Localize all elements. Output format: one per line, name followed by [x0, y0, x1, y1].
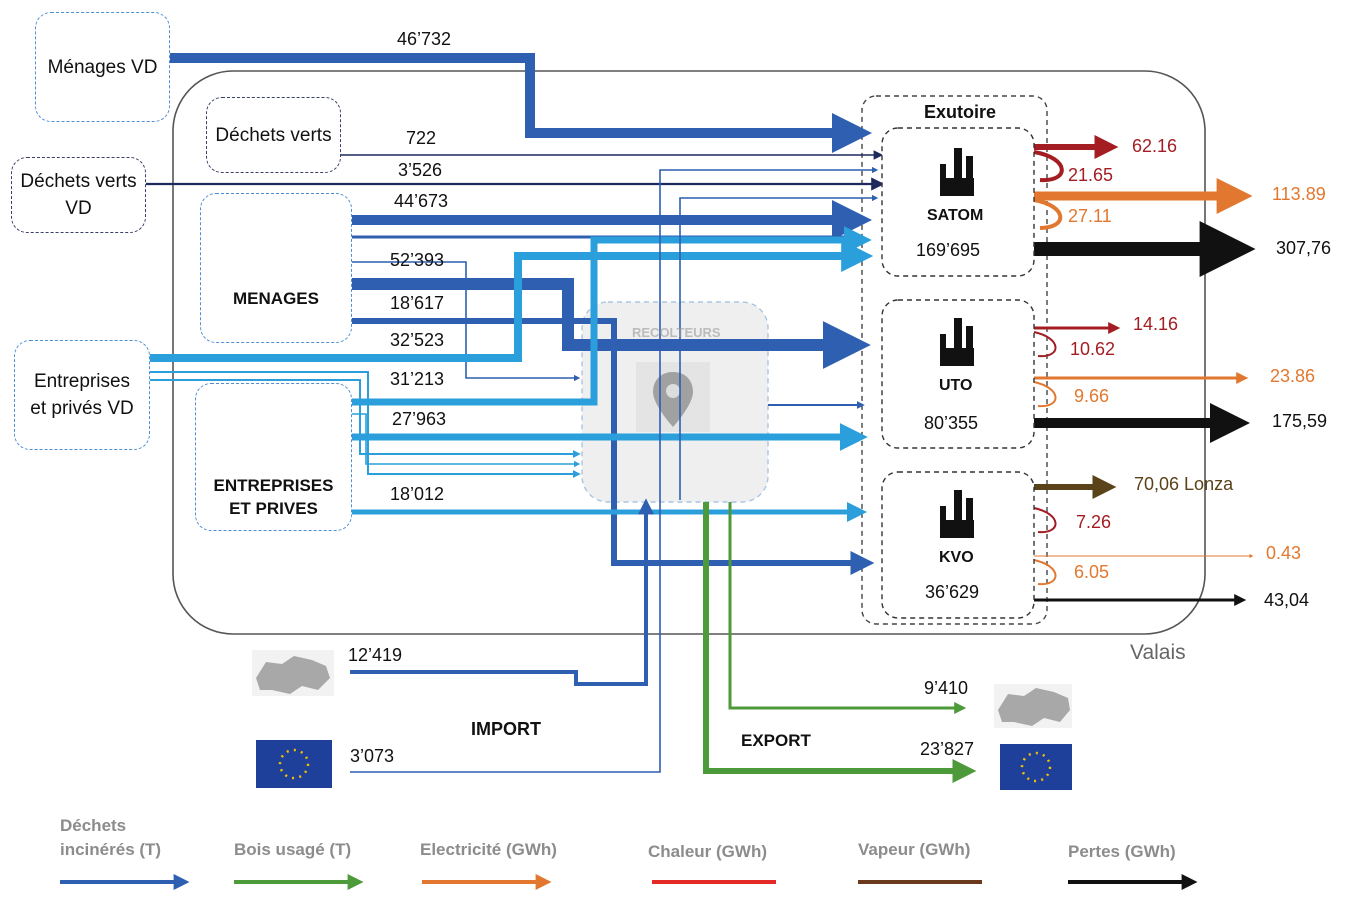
flow-export-ch	[728, 502, 967, 714]
kvo-loss-label: 43,04	[1264, 590, 1310, 610]
exutoire-title: Exutoire	[924, 102, 997, 122]
flow-menages-kvo	[352, 318, 875, 575]
kvo-heat-loop	[1033, 507, 1057, 534]
label-export-eu: 23’827	[920, 739, 975, 759]
export-label: EXPORT	[741, 731, 811, 750]
label-ent-18012: 18’012	[390, 484, 445, 504]
switzerland-map-import-icon	[256, 656, 330, 694]
flow-entreprises-vd-thin1	[150, 379, 581, 458]
flow-menages-vd	[170, 53, 873, 153]
region-label: Valais	[1130, 641, 1186, 664]
kvo-elec-out-label: 0.43	[1266, 543, 1302, 563]
factory-icon-uto	[940, 318, 974, 366]
plant-name-kvo: KVO	[939, 549, 974, 566]
uto-heat-loop	[1033, 331, 1057, 358]
legend-label-bois: Bois usagé (T)	[234, 840, 352, 859]
flow-import-eu	[350, 500, 661, 773]
satom-heat-loop	[1033, 150, 1064, 183]
label-import-ch: 12’419	[348, 645, 403, 665]
plant-box-uto	[881, 299, 1035, 449]
box-menages-vd: Ménages VD	[35, 12, 170, 122]
plant-value-satom: 169’695	[916, 240, 981, 260]
legend-label-electricite: Electricité (GWh)	[420, 840, 557, 859]
legend-label-pertes: Pertes (GWh)	[1068, 842, 1176, 861]
label-ent-27963: 27’963	[392, 409, 447, 429]
label-import-eu: 3’073	[350, 746, 395, 766]
box-menages: MENAGES	[200, 193, 352, 343]
label-menages-satom: 44’673	[394, 191, 449, 211]
plant-value-uto: 80’355	[924, 413, 979, 433]
flow-menages-recolteurs	[352, 261, 581, 382]
entreprises-label: ENTREPRISES ET PRIVES	[213, 476, 334, 518]
uto-loss-label: 175,59	[1272, 411, 1328, 431]
label-menages-vd: 46’732	[397, 29, 452, 49]
box-entreprises: ENTREPRISES ET PRIVES	[195, 383, 352, 531]
box-dechets-verts-vd: Déchets verts VD	[11, 157, 146, 233]
uto-elec-out-label: 23.86	[1270, 366, 1316, 386]
factory-icon-satom	[940, 148, 974, 196]
uto-heat-out-label: 14.16	[1133, 314, 1179, 334]
factory-icon-kvo	[940, 490, 974, 538]
label-dechets-verts: 722	[406, 128, 437, 148]
menages-label: MENAGES	[233, 289, 319, 308]
legend-label-chaleur: Chaleur (GWh)	[648, 842, 767, 861]
eu-flag-export-icon	[1000, 744, 1072, 790]
label-dechets-verts-vd: 3’526	[398, 160, 443, 180]
switzerland-map-export-icon	[998, 688, 1070, 726]
box-entreprises-vd: Entreprises et privés VD	[14, 340, 150, 450]
flow-entreprises-recolteurs	[352, 413, 581, 468]
flow-recolteurs-satom-1	[659, 166, 879, 500]
legend-label-dechets: Déchets incinérés (T)	[60, 816, 162, 859]
flow-export-eu	[703, 502, 977, 783]
plant-value-kvo: 36’629	[925, 582, 980, 602]
satom-elec-loop	[1033, 198, 1063, 230]
kvo-steam-out-label: 70,06 Lonza	[1134, 474, 1234, 494]
label-menages-32523: 32’523	[390, 330, 445, 350]
uto-heat-back-label: 10.62	[1070, 339, 1116, 359]
eu-flag-import-icon	[256, 740, 332, 788]
plant-name-uto: UTO	[939, 377, 973, 394]
flow-entreprises-vd-thin2	[150, 371, 581, 478]
satom-heat-back-label: 21.65	[1068, 165, 1114, 185]
kvo-elec-back-label: 6.05	[1074, 562, 1110, 582]
plant-box-kvo	[881, 471, 1035, 619]
flow-menages-uto	[352, 278, 871, 369]
box-dechets-verts: Déchets verts	[206, 97, 341, 173]
kvo-heat-back-label: 7.26	[1076, 512, 1112, 532]
satom-elec-out-label: 113.89	[1272, 184, 1326, 204]
label-ent-31213: 31’213	[390, 369, 445, 389]
valais-region	[172, 70, 1206, 635]
label-export-ch: 9’410	[924, 678, 969, 698]
flow-recolteurs-satom-2	[679, 194, 879, 500]
import-label: IMPORT	[471, 719, 541, 739]
flow-import-ch	[350, 498, 654, 686]
plant-name-satom: SATOM	[927, 207, 984, 224]
flow-entreprises-satom	[352, 226, 872, 406]
satom-elec-back-label: 27.11	[1068, 206, 1112, 226]
satom-loss-label: 307,76	[1276, 238, 1332, 258]
legend-label-vapeur: Vapeur (GWh)	[858, 840, 971, 859]
recolteurs-label: RECOLTEURS	[632, 325, 721, 340]
label-menages-52393: 52’393	[390, 250, 445, 270]
uto-elec-back-label: 9.66	[1074, 386, 1110, 406]
uto-elec-loop	[1033, 381, 1057, 408]
satom-heat-out-label: 62.16	[1132, 136, 1178, 156]
label-menages-18617: 18’617	[390, 293, 445, 313]
kvo-elec-loop	[1033, 559, 1057, 586]
plant-box-satom	[881, 127, 1035, 277]
flow-entreprises-vd-satom	[150, 240, 874, 362]
location-pin-icon	[636, 362, 710, 432]
